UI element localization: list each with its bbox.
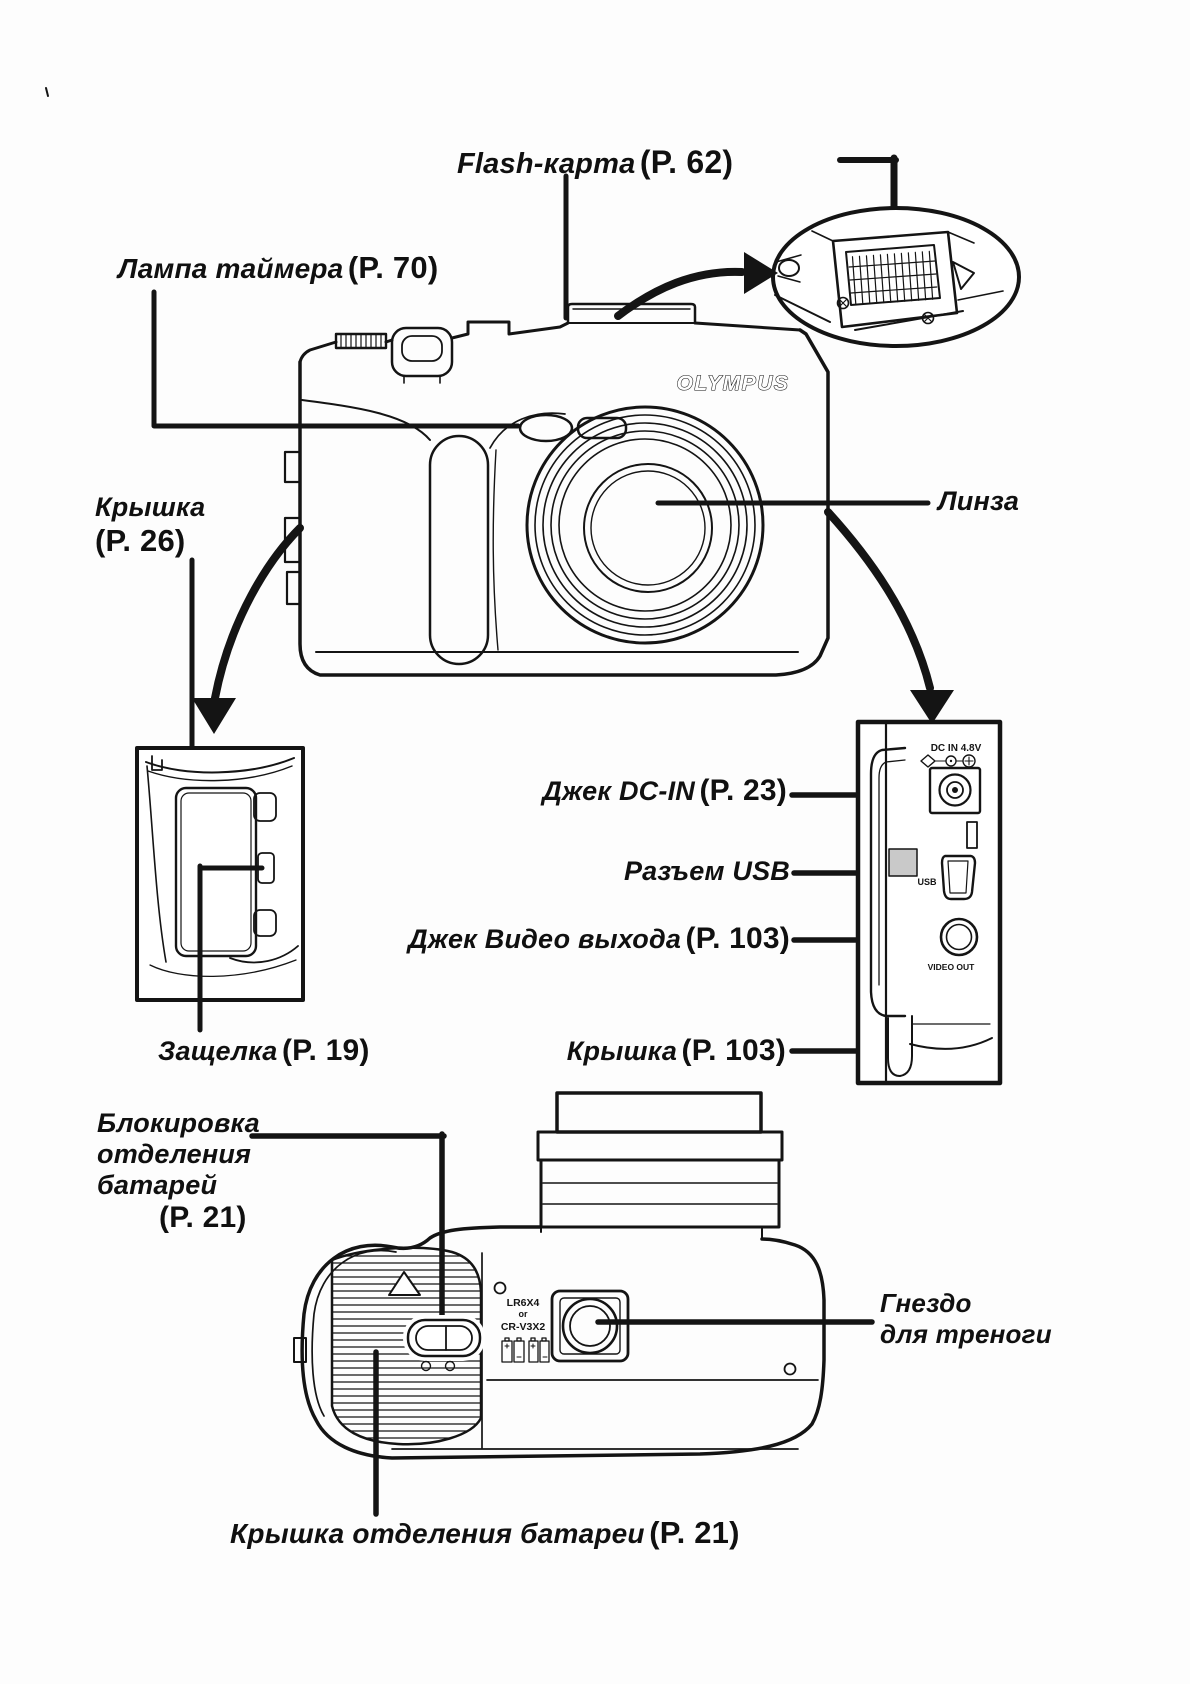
label-dc-in: Джек DC-IN (P. 23) [542, 774, 787, 807]
label-tripod-socket: Гнездо для треноги [880, 1288, 1052, 1349]
open-cover-inset [135, 746, 305, 1002]
brand-logo: OLYMPUS [677, 372, 790, 395]
battery-icons [501, 1337, 550, 1363]
scan-speck [45, 87, 49, 97]
lens-barrel [536, 1091, 784, 1229]
tripod-socket [550, 1289, 630, 1363]
connector-panel-inset: DC IN 4.8V USB VIDEO OUT [855, 719, 1003, 1086]
lens-drawing [525, 405, 765, 645]
arrow-to-connector-inset [824, 508, 954, 724]
cover-hinge-tab [253, 792, 277, 822]
label-flash-card: Flash-карта (P. 62) [457, 144, 734, 180]
grip [428, 434, 490, 666]
dc-port-label: DC IN 4.8V [931, 743, 982, 754]
label-battery-cover: Крышка отделения батареи (P. 21) [230, 1515, 740, 1550]
shutter-dial [390, 326, 454, 384]
battery-type-marking: LR6X4 or CR-V3X2 [501, 1297, 546, 1333]
video-port-label: VIDEO OUT [928, 962, 976, 972]
camera-bottom-view: LR6X4 or CR-V3X2 [293, 1091, 826, 1460]
label-latch: Защелка (P. 19) [158, 1034, 370, 1067]
svg-text:or: or [519, 1309, 528, 1319]
battery-cover-drawing [330, 1246, 485, 1446]
card-door [566, 302, 697, 325]
svg-text:CR-V3X2: CR-V3X2 [501, 1321, 546, 1333]
camera-front-view: OLYMPUS [283, 302, 830, 677]
video-out-jack [939, 917, 979, 957]
label-timer-lamp: Лампа таймера (P. 70) [118, 250, 439, 285]
knurled-wheel [334, 332, 388, 350]
card-slot-inset [771, 206, 1021, 348]
timer-lamp-leader [151, 289, 521, 429]
svg-text:LR6X4: LR6X4 [507, 1297, 540, 1309]
label-video-out: Джек Видео выхода (P. 103) [408, 922, 790, 955]
card-grid-texture [848, 250, 938, 306]
dc-in-jack [928, 766, 982, 815]
label-cover-connector: Крышка (P. 103) [566, 1034, 786, 1067]
jack-cover-flap [869, 746, 918, 1077]
usb-port [940, 854, 977, 901]
battery-lock-slider [406, 1318, 482, 1358]
label-cover-side: Крышка (P. 26) [95, 492, 206, 558]
usb-port-label: USB [917, 877, 937, 887]
arrow-to-card-inset [614, 252, 778, 320]
arrow-to-cover-inset [192, 524, 304, 734]
label-lens: Линза [938, 486, 1020, 516]
label-usb: Разъем USB [623, 856, 790, 886]
label-battery-lock: Блокировка отделения батарей (P. 21) [97, 1108, 260, 1234]
